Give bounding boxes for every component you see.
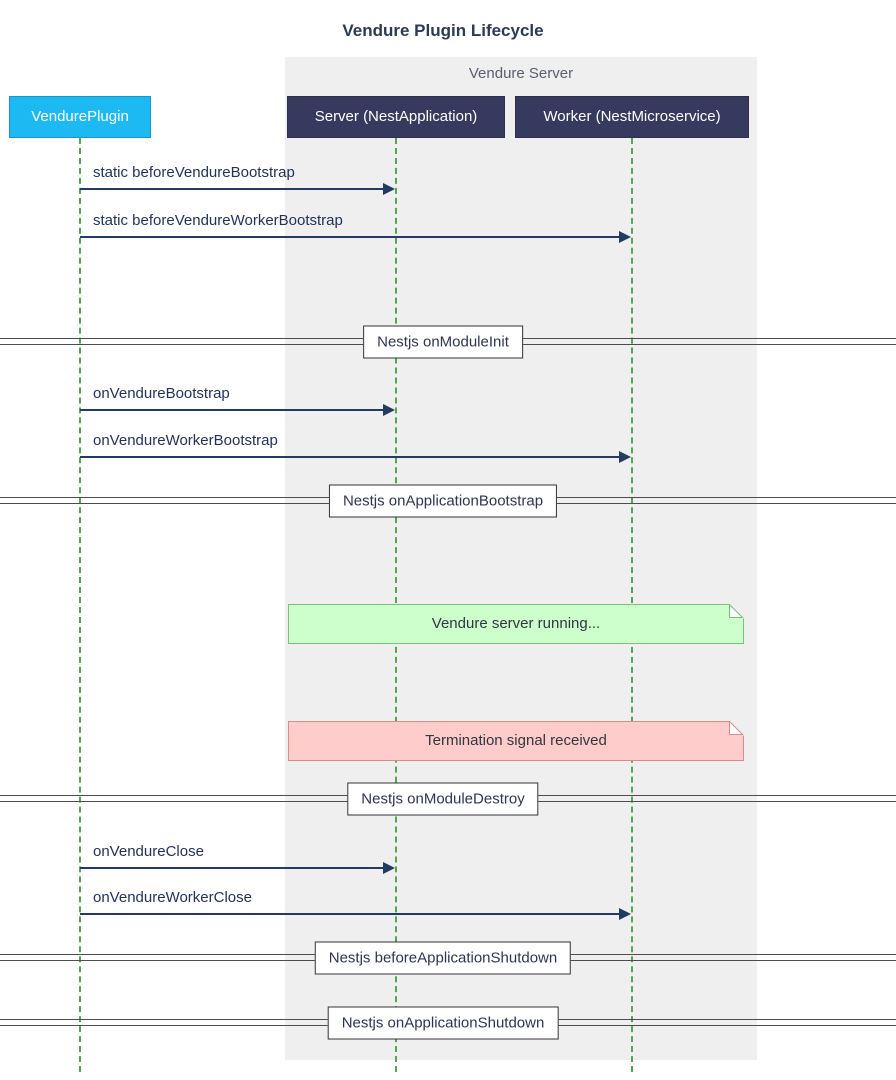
message-arrowhead-icon: [383, 183, 395, 195]
divider-label: Nestjs beforeApplicationShutdown: [314, 941, 572, 975]
message-line: [80, 188, 386, 190]
message-arrowhead-icon: [383, 862, 395, 874]
note-danger: Termination signal received: [288, 721, 744, 761]
note-fold-corner-icon: [729, 604, 744, 619]
plugin-lifeline: [79, 138, 81, 1072]
divider-label: Nestjs onModuleDestroy: [347, 782, 539, 816]
divider-label: Nestjs onModuleInit: [363, 325, 523, 359]
message-label: static beforeVendureBootstrap: [93, 164, 295, 181]
message-line: [80, 456, 622, 458]
message-line: [80, 409, 386, 411]
message-line: [80, 236, 622, 238]
group-label: Vendure Server: [468, 65, 574, 82]
message-arrowhead-icon: [619, 451, 631, 463]
message-label: onVendureWorkerBootstrap: [93, 432, 278, 449]
message-line: [80, 913, 622, 915]
actor-plugin: VendurePlugin: [9, 96, 151, 138]
message-label: onVendureBootstrap: [93, 385, 230, 402]
message-line: [80, 867, 386, 869]
message-arrowhead-icon: [619, 908, 631, 920]
message-label: onVendureWorkerClose: [93, 889, 252, 906]
message-arrowhead-icon: [619, 231, 631, 243]
message-label: onVendureClose: [93, 843, 204, 860]
note-fold-corner-icon: [729, 721, 744, 736]
group-vendure-server: [285, 57, 757, 1060]
note-success: Vendure server running...: [288, 604, 744, 644]
actor-worker: Worker (NestMicroservice): [515, 96, 749, 138]
actor-server: Server (NestApplication): [287, 96, 505, 138]
diagram-title: Vendure Plugin Lifecycle: [342, 21, 544, 40]
message-label: static beforeVendureWorkerBootstrap: [93, 212, 343, 229]
divider-label: Nestjs onApplicationShutdown: [327, 1006, 559, 1040]
message-arrowhead-icon: [383, 404, 395, 416]
divider-label: Nestjs onApplicationBootstrap: [328, 484, 558, 518]
